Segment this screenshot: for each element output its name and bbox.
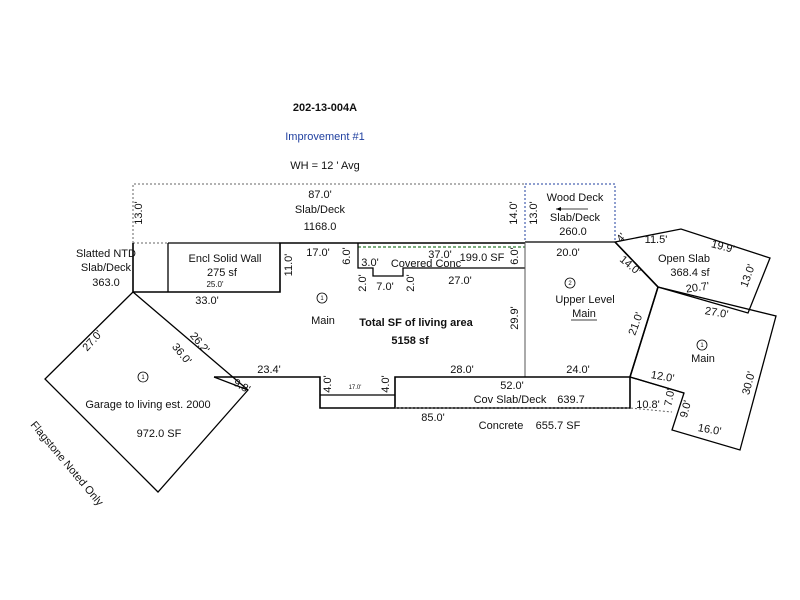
slab-deck-area: 1168.0: [304, 221, 337, 233]
dim-2a: 2.0': [357, 274, 369, 291]
level-number-main-right: 1: [700, 343, 704, 349]
dim-19-9: 19.9': [710, 238, 736, 256]
main-right-name: Main: [691, 353, 715, 365]
dim-4a: 4.0': [322, 375, 334, 392]
open-slab-name: Open Slab: [658, 253, 710, 265]
total-living-label: Total SF of living area: [359, 317, 473, 329]
slab-deck-outline: [132, 183, 525, 243]
wall-height-label: WH = 12 ' Avg: [290, 160, 359, 172]
dim-27c: 27.0': [80, 328, 105, 354]
parcel-id: 202-13-004A: [293, 102, 357, 114]
encl-wall-area: 275 sf: [207, 267, 238, 279]
main-bottom-outline: [214, 376, 630, 409]
encl-wall-sub: 25.0': [206, 280, 224, 289]
wood-deck-area: 260.0: [559, 226, 587, 238]
wood-deck-arrowhead: [556, 207, 561, 211]
cov-slab-deck-area: 639.7: [557, 394, 585, 406]
wood-deck-name2: Slab/Deck: [550, 212, 601, 224]
dim-9-8: 9.8': [231, 377, 252, 396]
level-marker-main-center: [316, 292, 328, 304]
main-building-outline: [133, 242, 525, 293]
dim-23-4: 23.4': [257, 364, 281, 376]
open-slab-area: 368.4 sf: [670, 267, 710, 279]
garage-outline: [44, 291, 249, 493]
covered-conc-name: Covered Conc: [391, 258, 462, 270]
dim-27: 27.0': [448, 275, 472, 287]
covered-conc-area: 199.0 SF: [460, 252, 505, 264]
dim-11-5: 11.5': [645, 234, 668, 246]
level-marker-garage: [137, 371, 149, 383]
garage-connector: [213, 376, 249, 391]
upper-level-name: Upper Level: [555, 294, 614, 306]
level-number-upper: 2: [568, 281, 572, 287]
dim-37: 37.0': [428, 249, 452, 261]
dim-6b: 6.0': [509, 247, 521, 264]
dim-30: 30.0': [740, 370, 758, 396]
dim-24: 24.0': [566, 364, 590, 376]
dim-encl-height: 11.0': [283, 254, 295, 277]
dim-27b: 27.0': [704, 305, 729, 321]
dim-16: 16.0': [697, 422, 722, 438]
dim-4b: 4.0': [380, 375, 392, 392]
dim-7b: 7.0': [663, 388, 678, 407]
cov-slab-outline: [395, 377, 631, 409]
level-marker-upper: [564, 277, 576, 289]
dim-52: 52.0': [500, 380, 524, 392]
dim-deck-width: 20.0': [556, 247, 580, 259]
open-slab-outline: [613, 228, 771, 314]
concrete-area: 655.7 SF: [536, 420, 581, 432]
wood-deck-name: Wood Deck: [547, 192, 604, 204]
dim-17: 17.0': [306, 247, 330, 259]
dim-28: 28.0': [450, 364, 474, 376]
dim-29-9: 29.9': [509, 306, 521, 330]
covered-conc-notch: [357, 243, 525, 277]
dim-14: 14.0': [617, 254, 643, 278]
dim-33: 33.0': [195, 295, 219, 307]
level-marker-main-right: [696, 339, 708, 351]
main-center-name: Main: [311, 315, 335, 327]
dim-6a: 6.0': [341, 247, 353, 264]
slab-deck-name: Slab/Deck: [295, 204, 346, 216]
dim-13: 13.0': [739, 263, 758, 289]
dim-top-width: 87.0': [308, 189, 332, 201]
dim-3: 3.0': [361, 257, 378, 269]
flagstone-note: Flagstone Noted Only: [28, 419, 106, 509]
level-number-garage: 1: [141, 375, 145, 381]
main-right-outline: [629, 286, 777, 451]
slatted-name-line2: Slab/Deck: [81, 262, 132, 274]
dim-mid-right-height: 14.0': [508, 201, 520, 225]
garage-area: 972.0 SF: [137, 428, 182, 440]
dim-85: 85.0': [421, 412, 445, 424]
dim-2b: 2.0': [405, 274, 417, 291]
dim-10-8: 10.8': [636, 399, 660, 411]
encl-wall-name: Encl Solid Wall: [189, 253, 262, 265]
slatted-area: 363.0: [92, 277, 120, 289]
upper-level-name2: Main: [572, 308, 596, 320]
dim-7: 7.0': [376, 281, 393, 293]
dim-17-small: 17.0': [349, 385, 362, 391]
dim-20-7: 20.7': [685, 280, 710, 295]
slatted-name-line1: Slatted NTD: [76, 248, 136, 260]
cov-slab-deck-name: Cov Slab/Deck: [474, 394, 547, 406]
dim-9: 9.0': [678, 399, 694, 419]
improvement-label: Improvement #1: [285, 131, 364, 143]
dim-deck-height: 13.0': [528, 201, 540, 225]
total-living-value: 5158 sf: [391, 335, 429, 347]
dim-26-2: 26.2': [187, 330, 211, 356]
garage-name: Garage to living est. 2000: [85, 399, 210, 411]
level-number-main-center: 1: [320, 296, 324, 302]
dim-left-height: 13.0': [133, 201, 145, 225]
dim-36: 36.0': [169, 341, 193, 367]
dim-12: 12.0': [650, 369, 675, 385]
concrete-name: Concrete: [479, 420, 524, 432]
